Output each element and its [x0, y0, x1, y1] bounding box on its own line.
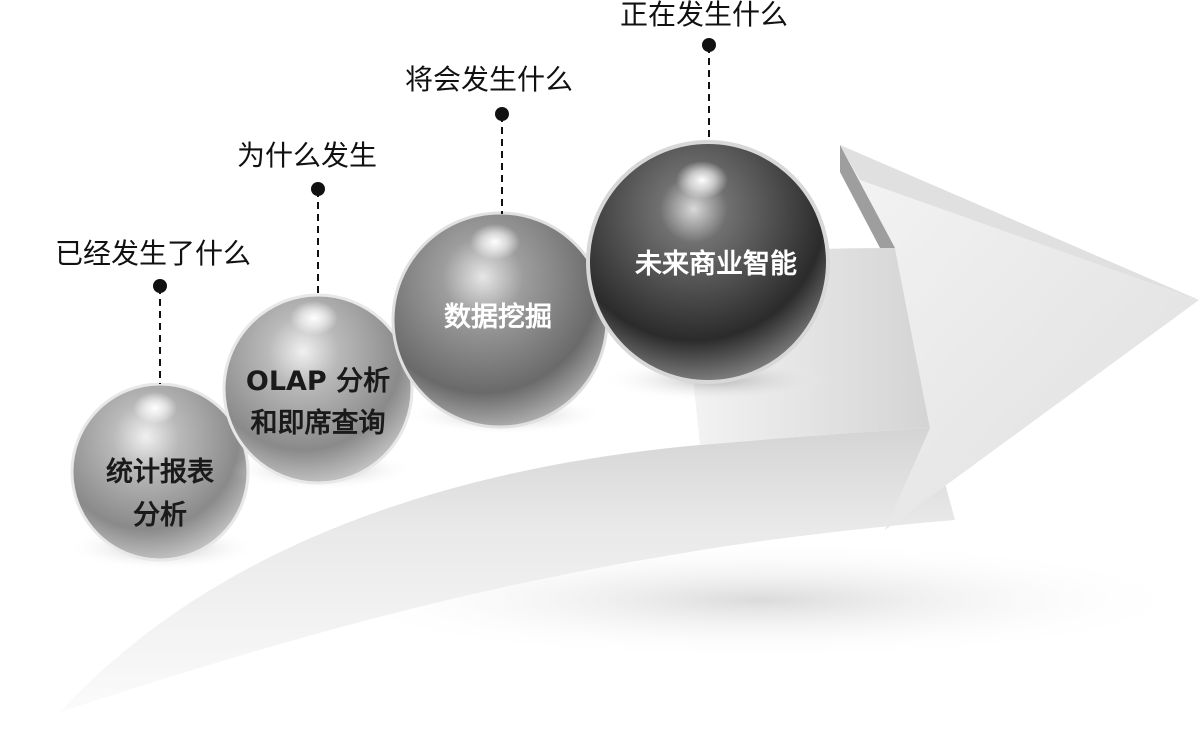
stage-4: 正在发生什么 未来商业智能: [586, 0, 830, 402]
growth-arrow: [60, 145, 1199, 712]
question-label: 将会发生什么: [405, 63, 573, 96]
orb-label-line-1: 未来商业智能: [635, 248, 797, 280]
arrow-body: [60, 428, 955, 712]
orb-highlight: [470, 224, 520, 260]
orb-label-line-2: 分析: [133, 500, 187, 531]
orb-label-line-1: 统计报表: [106, 456, 214, 488]
question-label: 已经发生了什么: [55, 237, 251, 270]
arrow-head-side: [840, 145, 895, 248]
leader-dot: [495, 107, 509, 121]
orb-olap: [222, 293, 414, 485]
orb-label-line-2: 和即席查询: [251, 407, 386, 439]
question-label: 正在发生什么: [620, 0, 788, 31]
arrow-head-edge: [840, 145, 1199, 300]
question-label: 为什么发生: [237, 139, 377, 172]
leader-dot: [311, 182, 325, 196]
leader-dot: [153, 279, 167, 293]
orb-highlight: [133, 392, 177, 424]
orb-label-line-1: OLAP 分析: [246, 366, 390, 397]
orb-highlight: [676, 161, 728, 199]
arrow-head: [840, 145, 1199, 530]
leader-dot: [702, 38, 716, 52]
orb-future-bi: [586, 140, 830, 384]
stage-2: 为什么发生 OLAP 分析 和即席查询: [222, 139, 414, 490]
stage-3: 将会发生什么 数据挖掘: [391, 63, 609, 435]
orb-label-line-1: 数据挖掘: [444, 301, 552, 333]
orb-highlight: [290, 301, 338, 335]
